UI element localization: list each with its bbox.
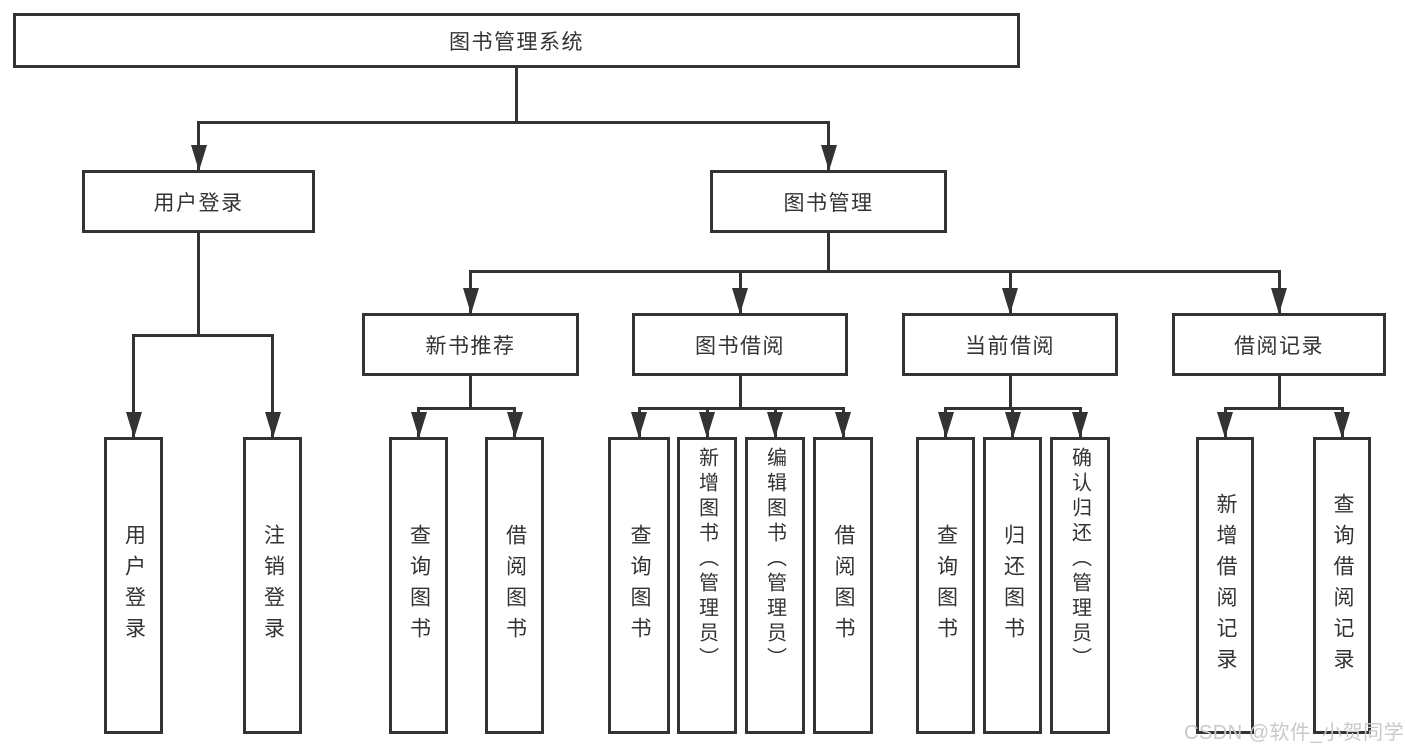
node-br-query-record: 查询借阅记录	[1313, 437, 1371, 734]
edge-stem-root	[515, 68, 518, 122]
node-label-current-borrow: 当前借阅	[965, 334, 1055, 358]
node-label-bb-add-book: 新增图书（管理员）	[695, 447, 718, 672]
node-label-user-login: 用户登录	[153, 191, 244, 215]
node-br-add-record: 新增借阅记录	[1196, 437, 1254, 734]
edge-drop-logout	[271, 335, 274, 437]
arrow-down-icon	[767, 412, 783, 438]
node-label-borrow-record: 借阅记录	[1234, 334, 1324, 358]
node-bb-query-book: 查询图书	[608, 437, 670, 734]
node-label-book-mgmt: 图书管理	[783, 191, 874, 215]
arrow-down-icon	[820, 145, 837, 171]
edge-bus-book-borrow	[637, 406, 845, 410]
node-label-bb-borrow-book: 借阅图书	[832, 523, 855, 648]
node-cb-query-book: 查询图书	[916, 437, 975, 734]
node-user-login: 用户登录	[82, 170, 315, 233]
node-login: 用户登录	[104, 437, 163, 734]
node-label-bb-edit-book: 编辑图书（管理员）	[763, 447, 786, 672]
node-bb-edit-book: 编辑图书（管理员）	[745, 437, 805, 734]
node-label-new-book-rec: 新书推荐	[425, 334, 516, 358]
arrow-down-icon	[190, 145, 207, 171]
arrow-down-icon	[937, 412, 954, 438]
edge-stem-borrow-record	[1277, 376, 1281, 408]
node-cb-return-book: 归还图书	[983, 437, 1042, 734]
watermark: CSDN @软件_小贺同学	[1184, 722, 1405, 744]
arrow-down-icon	[410, 412, 427, 438]
arrow-down-icon	[462, 288, 479, 314]
arrow-down-icon	[264, 412, 281, 438]
node-label-logout: 注销登录	[261, 523, 285, 648]
arrow-down-icon	[506, 412, 523, 438]
edge-bus-book-mgmt	[469, 269, 1281, 273]
node-label-nbr-query-book: 查询图书	[407, 523, 431, 648]
arrow-down-icon	[732, 288, 748, 314]
arrow-down-icon	[1217, 412, 1233, 438]
node-label-cb-confirm-return: 确认归还（管理员）	[1068, 447, 1091, 672]
node-label-br-query-record: 查询借阅记录	[1331, 492, 1354, 679]
node-borrow-record: 借阅记录	[1172, 313, 1386, 376]
edge-drop-login	[132, 335, 135, 437]
node-cb-confirm-return: 确认归还（管理员）	[1050, 437, 1110, 734]
edge-bus-borrow-record	[1223, 406, 1344, 410]
node-label-cb-query-book: 查询图书	[934, 523, 958, 648]
arrow-down-icon	[631, 412, 647, 438]
node-label-login: 用户登录	[122, 523, 146, 648]
node-label-br-add-record: 新增借阅记录	[1214, 492, 1237, 679]
arrow-down-icon	[1004, 412, 1021, 438]
node-new-book-rec: 新书推荐	[362, 313, 579, 376]
edge-stem-book-mgmt	[827, 233, 830, 271]
node-current-borrow: 当前借阅	[902, 313, 1118, 376]
node-book-borrow: 图书借阅	[632, 313, 848, 376]
edge-stem-current-borrow	[1008, 376, 1012, 408]
node-label-book-borrow: 图书借阅	[695, 334, 785, 358]
node-label-cb-return-book: 归还图书	[1001, 523, 1025, 648]
node-bb-borrow-book: 借阅图书	[813, 437, 873, 734]
arrow-down-icon	[835, 412, 851, 438]
node-label-nbr-borrow-book: 借阅图书	[503, 523, 527, 648]
arrow-down-icon	[1271, 288, 1287, 314]
node-bb-add-book: 新增图书（管理员）	[677, 437, 737, 734]
node-nbr-query-book: 查询图书	[389, 437, 448, 734]
edge-stem-new-book-rec	[469, 376, 472, 408]
node-nbr-borrow-book: 借阅图书	[485, 437, 544, 734]
node-label-bb-query-book: 查询图书	[628, 523, 651, 648]
edge-stem-user-login	[197, 233, 200, 335]
edge-bus-user-login	[132, 333, 274, 337]
node-logout: 注销登录	[243, 437, 302, 734]
edge-stem-book-borrow	[738, 376, 742, 408]
arrow-down-icon	[699, 412, 715, 438]
node-label-root: 图书管理系统	[449, 30, 584, 54]
edge-bus-new-book-rec	[417, 406, 516, 410]
node-book-mgmt: 图书管理	[710, 170, 947, 233]
arrow-down-icon	[1002, 288, 1018, 314]
arrow-down-icon	[1072, 412, 1088, 438]
arrow-down-icon	[1334, 412, 1350, 438]
node-root: 图书管理系统	[13, 13, 1020, 68]
edge-bus-root	[197, 120, 830, 124]
arrow-down-icon	[125, 412, 142, 438]
